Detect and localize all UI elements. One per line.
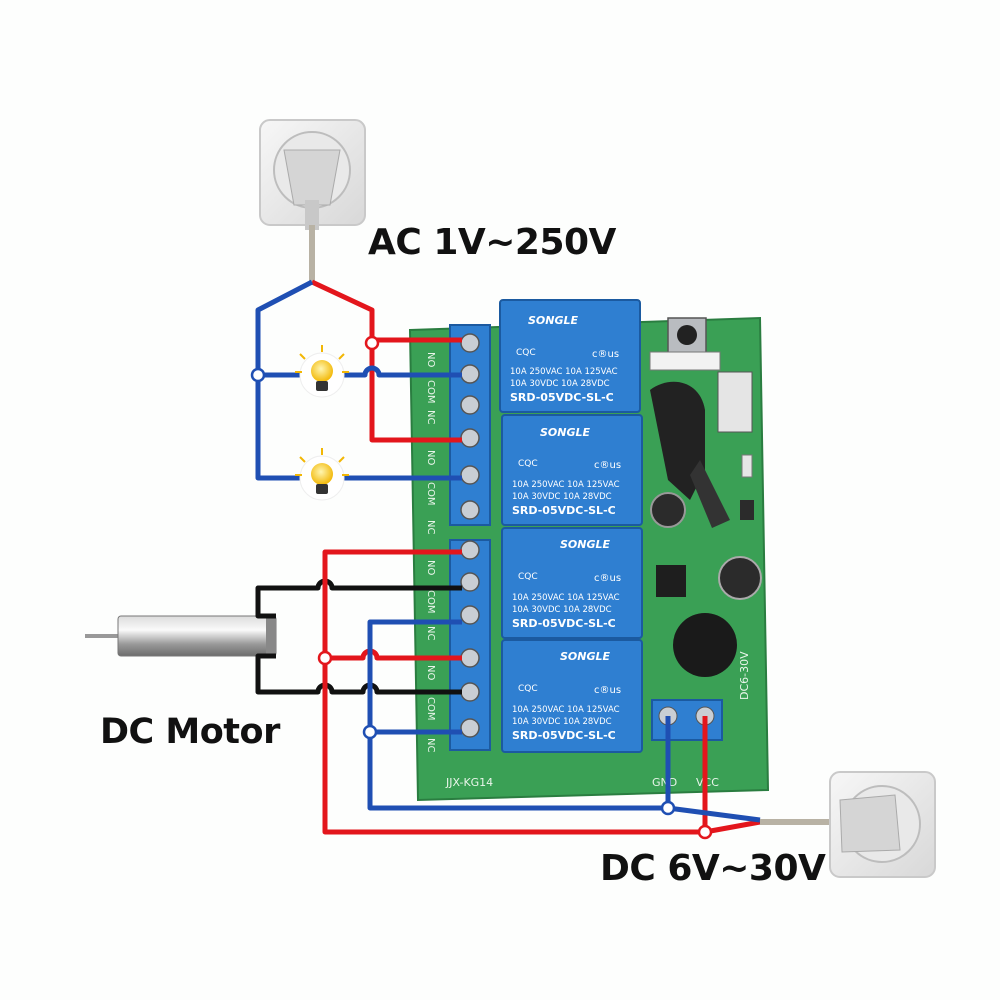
relay-rating: 10A 30VDC 10A 28VDC [512, 717, 612, 727]
terminal-label: COM [425, 482, 436, 505]
relay-brand: SONGLE [560, 538, 611, 551]
dc-wall-socket [829, 771, 936, 878]
relay-cert: CQC [518, 459, 538, 469]
terminal-label: COM [425, 590, 436, 613]
relay-model: SRD-05VDC-SL-C [512, 729, 616, 742]
lamp1-to-relay [340, 365, 462, 378]
motor-lead-bottom [255, 653, 462, 695]
bulb-icon [295, 345, 349, 398]
terminal-screws [460, 333, 480, 738]
relay-rating: 10A 30VDC 10A 28VDC [512, 605, 612, 615]
antenna-coil [650, 381, 730, 528]
dc-motor-icon [85, 615, 277, 657]
ac-wiring [255, 279, 462, 481]
terminal-label: NC [425, 626, 436, 640]
terminal-block-upper [449, 324, 491, 526]
dc-motor-label: DC Motor [100, 712, 280, 752]
neutral-wire [255, 279, 314, 481]
relay-4: SONGLE CQC c®us 10A 250VAC 10A 125VAC 10… [501, 639, 643, 753]
relay-1: SONGLE CQC c®us 10A 250VAC 10A 125VAC 10… [499, 299, 641, 413]
relay-ul: c®us [594, 685, 621, 696]
relay-rating: 10A 250VAC 10A 125VAC [512, 480, 620, 490]
header-pins [717, 371, 753, 433]
relay-model: SRD-05VDC-SL-C [512, 504, 616, 517]
relay-rating: 10A 30VDC 10A 28VDC [510, 379, 610, 389]
terminal-label: NO [425, 352, 436, 367]
capacitor [650, 492, 762, 600]
relay-cert: CQC [516, 348, 536, 358]
relay-brand: SONGLE [528, 314, 579, 327]
terminal-label: NC [425, 410, 436, 424]
relay-board: NO COM NC NO COM NC NO COM NC NO COM NC … [408, 299, 770, 802]
relay-ul: c®us [594, 573, 621, 584]
live-wire-relay2 [369, 340, 462, 443]
relay-rating: 10A 250VAC 10A 125VAC [512, 705, 620, 715]
dc-junctions [317, 650, 713, 840]
relay-rating: 10A 250VAC 10A 125VAC [512, 593, 620, 603]
relay-ul: c®us [594, 460, 621, 471]
terminal-labels: NO COM NC NO COM NC NO COM NC NO COM NC [425, 352, 436, 752]
ac-wall-socket [259, 119, 366, 230]
board-model-label: JJX-KG14 [445, 776, 493, 789]
power-terminal-label: DC6-30V [738, 651, 751, 700]
relay-rating: 10A 250VAC 10A 125VAC [510, 367, 618, 377]
vcc-label: VCC [696, 776, 719, 789]
relay-cert: CQC [518, 684, 538, 694]
terminal-label: NO [425, 560, 436, 575]
terminal-label: NO [425, 665, 436, 680]
relay-rating: 10A 30VDC 10A 28VDC [512, 492, 612, 502]
inductor [673, 613, 737, 677]
terminal-label: NC [425, 738, 436, 752]
led [741, 454, 753, 478]
relay-model: SRD-05VDC-SL-C [512, 617, 616, 630]
dc-ground-wire [367, 619, 668, 811]
live-wire-relay1 [310, 279, 462, 343]
power-terminal [651, 699, 723, 741]
ac-junctions [250, 335, 380, 383]
terminal-label: COM [425, 697, 436, 720]
relay-brand: SONGLE [540, 426, 591, 439]
ac-supply-label: AC 1V~250V [368, 222, 616, 263]
terminal-label: COM [425, 380, 436, 403]
bulb-icon [295, 448, 349, 501]
relay-ul: c®us [592, 349, 619, 360]
relay-3: SONGLE CQC c®us 10A 250VAC 10A 125VAC 10… [501, 527, 643, 639]
relay-brand: SONGLE [560, 650, 611, 663]
ic-chip [656, 565, 686, 597]
gnd-label: GND [652, 776, 677, 789]
dc-supply-label: DC 6V~30V [600, 848, 826, 889]
receiver-module [649, 351, 721, 371]
diode [740, 500, 754, 520]
relay-cert: CQC [518, 572, 538, 582]
terminal-label: NO [425, 450, 436, 465]
dc-positive-wire [322, 549, 705, 835]
terminal-label: NC [425, 520, 436, 534]
relay-model: SRD-05VDC-SL-C [510, 391, 614, 404]
relay-2: SONGLE CQC c®us 10A 250VAC 10A 125VAC 10… [501, 414, 643, 526]
